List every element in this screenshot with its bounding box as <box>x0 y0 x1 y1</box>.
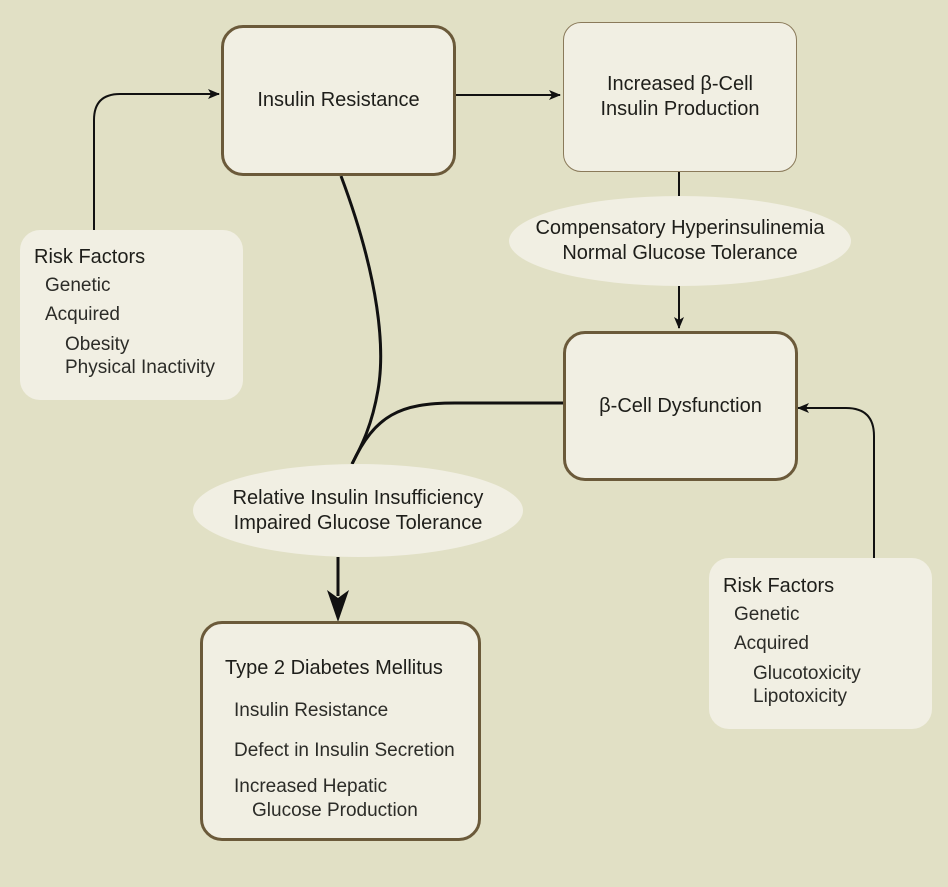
node-compensatory-line1: Compensatory Hyperinsulinemia <box>535 217 825 239</box>
risk-factors-right-genetic: Genetic <box>734 604 800 625</box>
node-increased-beta-cell-line2: Insulin Production <box>600 98 760 120</box>
risk-factors-left-title: Risk Factors <box>34 246 146 268</box>
risk-factors-right-glucotoxicity: Glucotoxicity <box>753 663 861 684</box>
arrowhead-insufficiency-to-diabetes <box>327 590 349 622</box>
node-beta-cell-dysfunction: β-Cell Dysfunction <box>563 331 798 481</box>
curve-resistance-to-insufficiency <box>339 175 383 465</box>
node-insulin-resistance: Insulin Resistance <box>221 25 456 176</box>
risk-factors-left: Risk Factors Genetic Acquired Obesity Ph… <box>20 230 243 400</box>
node-increased-beta-cell: Increased β-Cell Insulin Production <box>563 22 797 172</box>
node-insufficiency-line2: Impaired Glucose Tolerance <box>233 511 483 534</box>
node-type-2-diabetes: Type 2 Diabetes Mellitus Insulin Resista… <box>200 621 481 841</box>
risk-factors-left-obesity: Obesity <box>65 334 130 355</box>
node-insulin-resistance-label: Insulin Resistance <box>257 89 420 111</box>
diabetes-item-defect-secretion: Defect in Insulin Secretion <box>234 740 455 761</box>
node-beta-cell-dysfunction-label: β-Cell Dysfunction <box>599 394 762 417</box>
diabetes-title: Type 2 Diabetes Mellitus <box>225 657 443 679</box>
node-relative-insulin-insufficiency: Relative Insulin Insufficiency Impaired … <box>193 464 523 557</box>
arrow-risk-left-to-insulin-resistance <box>93 89 220 230</box>
risk-factors-left-acquired: Acquired <box>45 304 120 325</box>
risk-factors-right-acquired: Acquired <box>734 633 809 654</box>
node-compensatory-line2: Normal Glucose Tolerance <box>562 242 798 264</box>
risk-factors-left-genetic: Genetic <box>45 275 111 296</box>
risk-factors-right: Risk Factors Genetic Acquired Glucotoxic… <box>709 558 932 729</box>
risk-factors-right-lipotoxicity: Lipotoxicity <box>753 686 847 707</box>
diabetes-item-glucose-production: Glucose Production <box>252 800 418 821</box>
node-increased-beta-cell-line1: Increased β-Cell <box>606 73 753 95</box>
node-insufficiency-line1: Relative Insulin Insufficiency <box>232 486 484 509</box>
diabetes-item-insulin-resistance: Insulin Resistance <box>234 700 389 721</box>
risk-factors-right-title: Risk Factors <box>723 575 835 597</box>
risk-factors-left-physical-inactivity: Physical Inactivity <box>65 357 215 378</box>
node-compensatory-hyperinsulinemia: Compensatory Hyperinsulinemia Normal Glu… <box>509 196 851 286</box>
arrow-risk-right-to-dysfunction <box>797 403 875 558</box>
curve-dysfunction-to-insufficiency <box>350 401 563 465</box>
diabetes-item-increased-hepatic: Increased Hepatic <box>234 776 388 797</box>
